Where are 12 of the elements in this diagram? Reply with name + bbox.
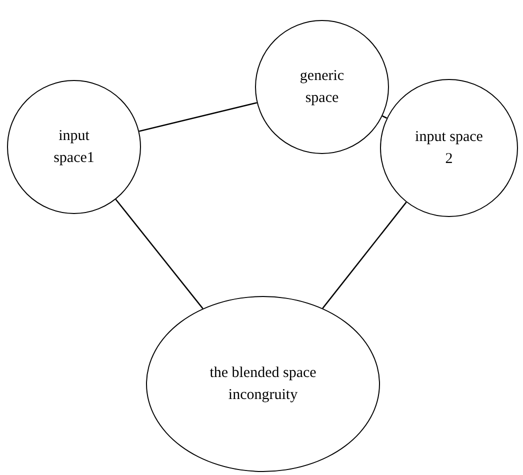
space-circle: [255, 20, 389, 154]
space-label: generic space: [298, 67, 346, 108]
space-circle: [7, 80, 141, 214]
space-label: input space 2: [414, 128, 484, 169]
space-circle: [146, 296, 380, 472]
space-circle: [380, 79, 518, 217]
connector-line: [382, 115, 388, 119]
space-label: input space1: [52, 127, 96, 168]
space-label: the blended space incongruity: [208, 364, 318, 405]
connector-line: [138, 102, 258, 132]
connector-line: [322, 202, 407, 309]
connector-line: [115, 198, 204, 309]
